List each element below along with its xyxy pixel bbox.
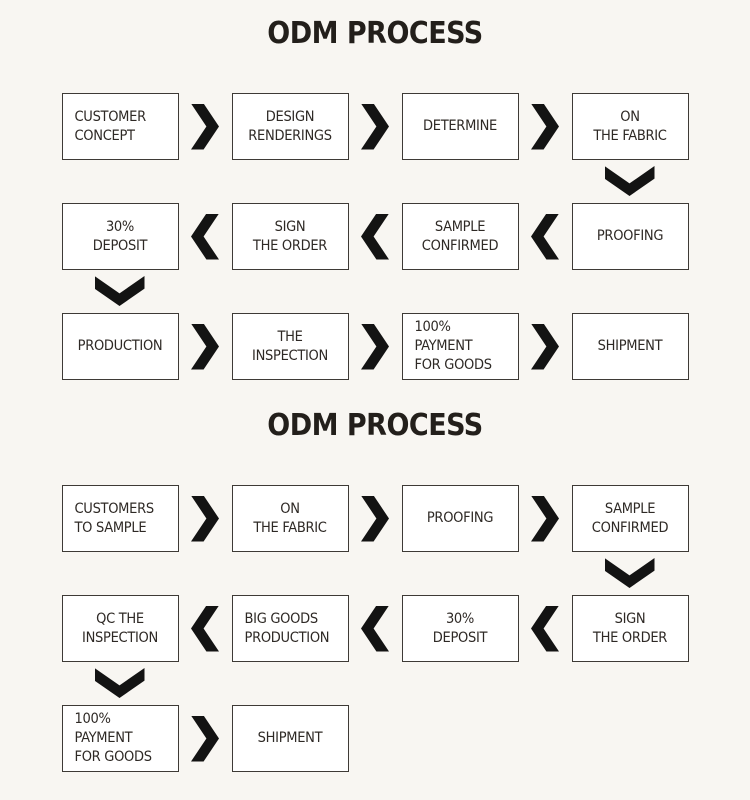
arrow-cell (519, 485, 572, 552)
flow-row-1: CUSTOMER CONCEPT DESIGN RENDERINGS DETER… (61, 93, 689, 160)
box-label: DESIGN RENDERINGS (248, 108, 332, 144)
box-label: 100% PAYMENT FOR GOODS (414, 319, 493, 373)
box-label: SHIPMENT (257, 730, 323, 746)
chevron-left-icon (531, 605, 559, 652)
flow-row-3: 100% PAYMENT FOR GOODS SHIPMENT (61, 705, 689, 772)
box-label: SHIPMENT (597, 338, 663, 354)
box-label: ON THE FABRIC (593, 108, 667, 144)
chevron-left-icon (361, 213, 389, 260)
chevron-left-icon (361, 605, 389, 652)
box-label: SIGN THE ORDER (252, 218, 328, 254)
chevron-right-icon (531, 323, 559, 370)
flow-box-100-payment-for-goods: 100% PAYMENT FOR GOODS (401, 313, 519, 380)
flow-box-sample-confirmed: SAMPLE CONFIRMED (401, 203, 519, 270)
box-label: SIGN THE ORDER (592, 610, 668, 646)
box-label: QC THE INSPECTION (82, 610, 158, 646)
flow-diagram-1: CUSTOMER CONCEPT DESIGN RENDERINGS DETER… (61, 93, 689, 380)
arrow-cell (349, 93, 402, 160)
row-connector (62, 270, 689, 313)
box-label: PROOFING (596, 228, 664, 244)
arrow-cell (519, 595, 572, 662)
flow-box-sign-the-order-2: SIGN THE ORDER (571, 595, 689, 662)
box-label: CUSTOMERS TO SAMPLE (74, 500, 155, 536)
section-1-title: ODM PROCESS (267, 16, 483, 51)
flow-box-shipment-2: SHIPMENT (231, 705, 349, 772)
flow-row-2: QC THE INSPECTION BIG GOODS PRODUCTION 3… (61, 595, 689, 662)
flow-box-sign-the-order: SIGN THE ORDER (231, 203, 349, 270)
box-label: DETERMINE (423, 118, 497, 134)
box-label: BIG GOODS PRODUCTION (244, 610, 330, 646)
chevron-right-icon (531, 103, 559, 150)
box-label: ON THE FABRIC (253, 500, 327, 536)
flow-row-1: CUSTOMERS TO SAMPLE ON THE FABRIC PROOFI… (61, 485, 689, 552)
chevron-right-icon (361, 495, 389, 542)
chevron-right-icon (191, 323, 219, 370)
chevron-down-icon (604, 558, 655, 588)
chevron-left-icon (531, 213, 559, 260)
chevron-right-icon (361, 103, 389, 150)
box-label: THE INSPECTION (252, 328, 328, 364)
chevron-left-icon (191, 213, 219, 260)
arrow-cell (519, 93, 572, 160)
section-2-title: ODM PROCESS (267, 408, 483, 443)
box-label: 30% DEPOSIT (92, 218, 148, 254)
flow-box-30-deposit: 30% DEPOSIT (61, 203, 179, 270)
chevron-down-icon (94, 276, 145, 306)
chevron-left-icon (191, 605, 219, 652)
row-connector (62, 160, 689, 203)
flow-box-sample-confirmed-2: SAMPLE CONFIRMED (571, 485, 689, 552)
arrow-cell (349, 203, 402, 270)
flow-box-determine: DETERMINE (401, 93, 519, 160)
flow-box-on-the-fabric-2: ON THE FABRIC (231, 485, 349, 552)
box-label: SAMPLE CONFIRMED (421, 218, 499, 254)
arrow-cell (349, 485, 402, 552)
chevron-down-icon (604, 166, 655, 196)
flow-section-2: ODM PROCESS CUSTOMERS TO SAMPLE ON THE F… (0, 410, 750, 772)
flow-box-30-deposit-2: 30% DEPOSIT (401, 595, 519, 662)
arrow-cell (519, 203, 572, 270)
flow-section-1: ODM PROCESS CUSTOMER CONCEPT DESIGN REND… (0, 18, 750, 380)
arrow-cell (179, 313, 232, 380)
arrow-cell (519, 313, 572, 380)
flow-box-the-inspection: THE INSPECTION (231, 313, 349, 380)
row-connector (62, 552, 689, 595)
flow-box-proofing: PROOFING (571, 203, 689, 270)
flow-box-shipment: SHIPMENT (571, 313, 689, 380)
flow-box-customers-to-sample: CUSTOMERS TO SAMPLE (61, 485, 179, 552)
arrow-cell (179, 595, 232, 662)
arrow-cell (179, 93, 232, 160)
chevron-right-icon (531, 495, 559, 542)
flow-box-customer-concept: CUSTOMER CONCEPT (61, 93, 179, 160)
flow-box-proofing-2: PROOFING (401, 485, 519, 552)
chevron-down-icon (94, 668, 145, 698)
flow-row-3: PRODUCTION THE INSPECTION 100% PAYMENT F… (61, 313, 689, 380)
box-label: CUSTOMER CONCEPT (74, 108, 147, 144)
box-label: 100% PAYMENT FOR GOODS (74, 711, 153, 765)
flow-box-on-the-fabric: ON THE FABRIC (571, 93, 689, 160)
arrow-cell (179, 485, 232, 552)
chevron-right-icon (191, 103, 219, 150)
box-label: PRODUCTION (77, 338, 163, 354)
chevron-right-icon (191, 495, 219, 542)
flow-diagram-2: CUSTOMERS TO SAMPLE ON THE FABRIC PROOFI… (61, 485, 689, 772)
box-label: PROOFING (426, 510, 494, 526)
arrow-cell (179, 203, 232, 270)
chevron-right-icon (191, 715, 219, 762)
flow-box-100-payment-for-goods-2: 100% PAYMENT FOR GOODS (61, 705, 179, 772)
box-label: SAMPLE CONFIRMED (591, 500, 669, 536)
flow-box-qc-the-inspection: QC THE INSPECTION (61, 595, 179, 662)
box-label: 30% DEPOSIT (432, 610, 488, 646)
flow-box-big-goods-production: BIG GOODS PRODUCTION (231, 595, 349, 662)
flow-box-design-renderings: DESIGN RENDERINGS (231, 93, 349, 160)
arrow-cell (179, 705, 232, 772)
flow-row-2: 30% DEPOSIT SIGN THE ORDER SAMPLE CONFIR… (61, 203, 689, 270)
arrow-cell (349, 313, 402, 380)
row-connector (62, 662, 689, 705)
flow-box-production: PRODUCTION (61, 313, 179, 380)
chevron-right-icon (361, 323, 389, 370)
arrow-cell (349, 595, 402, 662)
